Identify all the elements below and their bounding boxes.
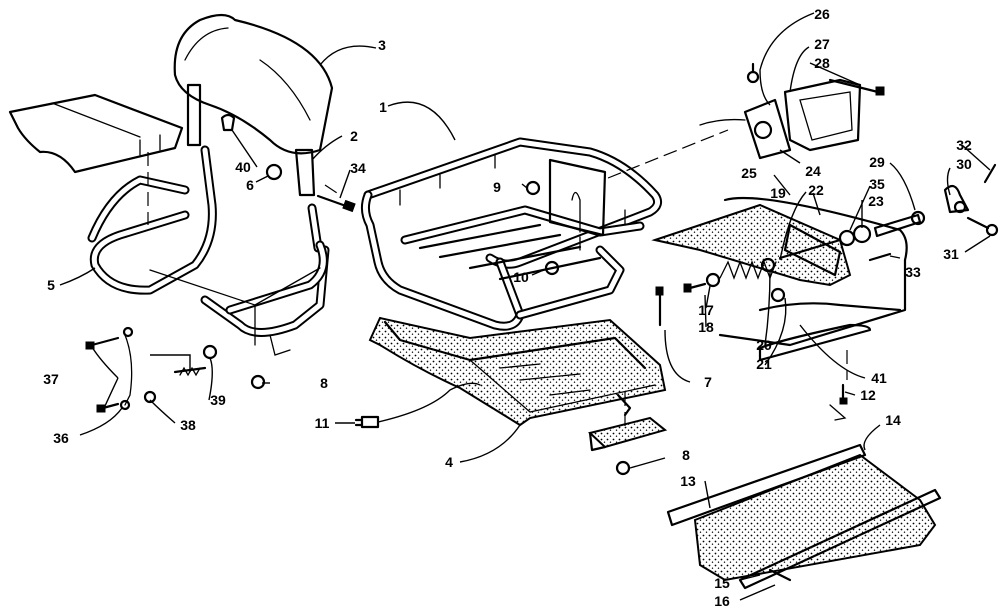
hitch-plate — [651, 196, 908, 362]
callout-34: 34 — [350, 160, 366, 176]
cargo-rack — [360, 137, 663, 331]
callout-36: 36 — [53, 430, 69, 446]
callout-33: 33 — [905, 264, 921, 280]
callout-35: 35 — [869, 176, 885, 192]
callout-12: 12 — [860, 387, 876, 403]
callout-32: 32 — [956, 137, 972, 153]
seat-cushion — [8, 93, 184, 174]
callout-30: 30 — [956, 156, 972, 172]
bolt-34 — [316, 194, 356, 213]
tail-light-assembly — [699, 62, 885, 160]
hitch-spring — [683, 238, 842, 303]
callout-8-left: 8 — [320, 375, 328, 391]
callout-5: 5 — [47, 277, 55, 293]
callout-23: 23 — [868, 193, 884, 209]
callout-31: 31 — [943, 246, 959, 262]
bolt-7 — [655, 286, 664, 327]
alignment-lines — [147, 129, 848, 432]
latch-assembly — [85, 326, 266, 413]
hitch-pin-assembly — [838, 163, 999, 262]
callout-20: 20 — [756, 337, 772, 353]
seat-base — [368, 316, 667, 427]
callout-4: 4 — [445, 454, 453, 470]
wire-harness — [354, 382, 481, 429]
mount-bracket — [587, 416, 668, 476]
callout-40: 40 — [235, 159, 251, 175]
callout-17: 17 — [698, 302, 714, 318]
callout-8-right: 8 — [682, 447, 690, 463]
callout-18: 18 — [698, 319, 714, 335]
callout-14: 14 — [885, 412, 901, 428]
leader-lines — [59, 12, 991, 601]
callout-13: 13 — [680, 473, 696, 489]
callout-26: 26 — [814, 6, 830, 22]
mud-flap — [666, 383, 942, 590]
callout-28: 28 — [814, 55, 830, 71]
callout-22: 22 — [808, 182, 824, 198]
callout-29: 29 — [869, 154, 885, 170]
backrest-knob — [220, 113, 236, 132]
callout-21: 21 — [756, 356, 772, 372]
callout-39: 39 — [210, 392, 226, 408]
callout-9: 9 — [493, 179, 501, 195]
callout-11: 11 — [314, 415, 330, 431]
nut-9 — [525, 180, 541, 196]
callout-15: 15 — [714, 575, 730, 591]
backrest-post — [294, 148, 316, 197]
seat-frame — [87, 145, 330, 356]
callout-10: 10 — [513, 269, 529, 285]
callout-16: 16 — [714, 593, 730, 609]
backrest-pad — [173, 13, 334, 155]
callout-2: 2 — [350, 128, 358, 144]
callout-24: 24 — [805, 163, 821, 179]
callout-19: 19 — [770, 185, 786, 201]
callout-41: 41 — [871, 370, 887, 386]
callout-37: 37 — [43, 371, 59, 387]
callout-25: 25 — [741, 165, 757, 181]
nut-6 — [265, 163, 283, 181]
callout-1: 1 — [379, 99, 387, 115]
callout-7: 7 — [704, 374, 712, 390]
callout-38: 38 — [180, 417, 196, 433]
callout-3: 3 — [378, 37, 386, 53]
nut-10 — [544, 260, 560, 276]
callout-6: 6 — [246, 177, 254, 193]
callout-27: 27 — [814, 36, 830, 52]
